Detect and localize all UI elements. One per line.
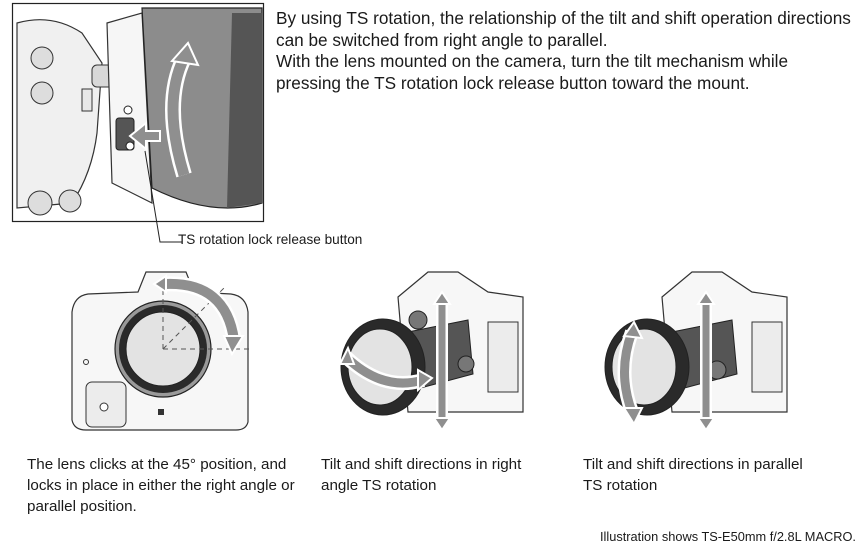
figure-caption-parallel: Tilt and shift directions in parallel TS… [583,456,803,494]
callout-label: TS rotation lock release button [178,232,363,247]
figure-caption-front: The lens clicks at the 45° position, and… [27,456,295,515]
intro-paragraph-2: With the lens mounted on the camera, tur… [276,51,789,93]
lock-button-illustration [11,2,265,243]
intro-paragraph-1: By using TS rotation, the relationship o… [276,8,851,50]
front-view-illustration [71,271,251,431]
intro-text: By using TS rotation, the relationship o… [276,8,856,94]
right-angle-illustration [338,271,524,432]
parallel-illustration [604,271,788,432]
figure-caption-right-angle: Tilt and shift directions in right angle… [321,456,522,494]
footnote: Illustration shows TS-E50mm f/2.8L MACRO… [599,529,856,544]
